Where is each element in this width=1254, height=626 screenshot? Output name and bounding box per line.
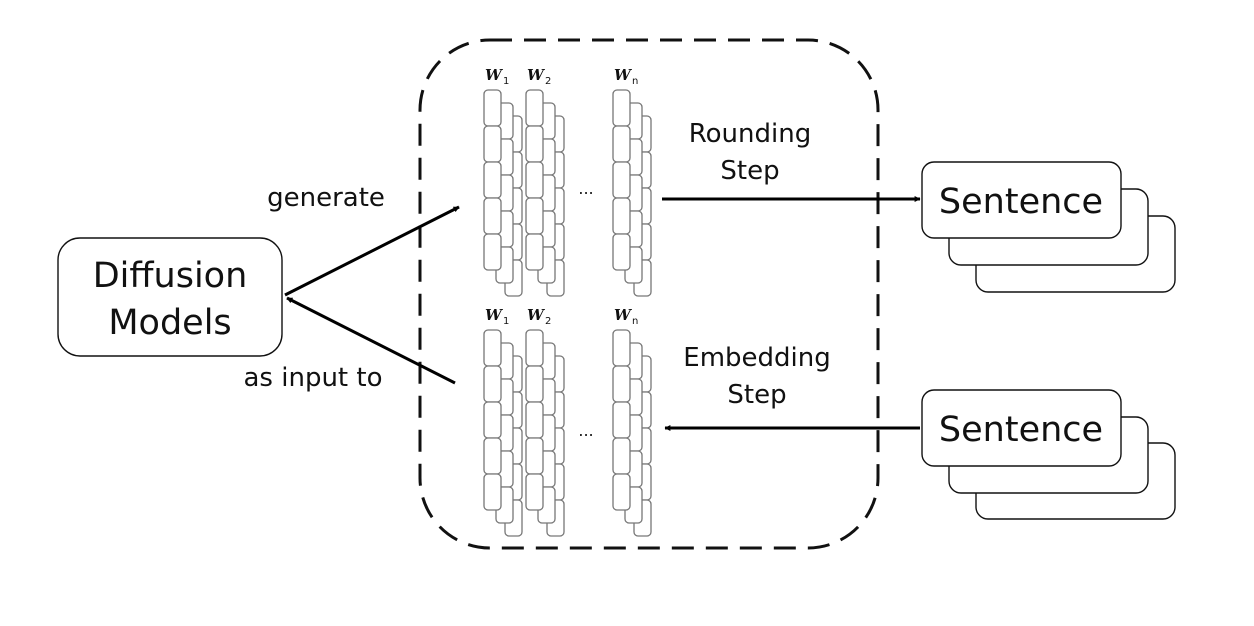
bottom-w1-symbol: W (485, 306, 504, 324)
sentence-label-input: Sentence (939, 410, 1103, 450)
top-wn-front-cell (612, 89, 631, 127)
bottom-w1-front-cell (483, 365, 502, 403)
sentence-stack-output: Sentence (921, 161, 1176, 293)
top-w2-symbol: W (527, 66, 546, 84)
diffusion-models-label-line2: Models (108, 303, 231, 343)
bottom-wn-front-cell (612, 473, 631, 511)
top-wn-front-cell (612, 233, 631, 271)
top-wn-front-cell (612, 161, 631, 199)
top-w1-front-cell (483, 125, 502, 163)
top-w2-front-cell (525, 233, 544, 271)
bottom-ellipsis: ... (578, 421, 593, 440)
as-input-to-label: as input to (244, 363, 383, 393)
embedding-step-label-line1: Embedding (683, 343, 830, 373)
bottom-w1-front-cell (483, 473, 502, 511)
top-w1-front-cell (483, 89, 502, 127)
embedding-step-label-line2: Step (727, 380, 786, 410)
rounding-step-label-line2: Step (720, 156, 779, 186)
generate-arrow (284, 205, 460, 297)
top-w1-symbol: W (485, 66, 504, 84)
diffusion-models-node: Diffusion Models (57, 237, 283, 357)
bottom-w2-front-cell (525, 437, 544, 475)
bottom-w1-front-cell (483, 329, 502, 367)
top-wn-front-cell (612, 197, 631, 235)
top-w2-front-cell (525, 197, 544, 235)
bottom-w2-subscript: 2 (545, 316, 551, 327)
top-w2-subscript: 2 (545, 76, 551, 87)
top-w1-front-cell (483, 161, 502, 199)
top-w2-front-cell (525, 125, 544, 163)
bottom-wn-front-cell (612, 401, 631, 439)
top-ellipsis: ... (578, 179, 593, 198)
bottom-w2-front-cell (525, 365, 544, 403)
sentence-stack-input: Sentence (921, 389, 1176, 520)
bottom-wn-front-cell (612, 365, 631, 403)
top-w1-front-cell (483, 197, 502, 235)
diffusion-models-label-line1: Diffusion (93, 256, 248, 296)
as-input-to-arrow (286, 296, 456, 385)
bottom-wn-symbol: W (614, 306, 633, 324)
bottom-wn-subscript: n (632, 316, 638, 327)
embedding-space-boundary (418, 38, 880, 550)
rounding-step-label-line1: Rounding (689, 119, 811, 149)
top-w2-front-cell (525, 89, 544, 127)
bottom-w2-front-cell (525, 401, 544, 439)
generate-label: generate (267, 183, 385, 213)
bottom-wn-front-cell (612, 437, 631, 475)
top-wn-front-cell (612, 125, 631, 163)
sentence-label-output: Sentence (939, 182, 1103, 222)
top-w1-subscript: 1 (503, 76, 509, 87)
bottom-w1-front-cell (483, 437, 502, 475)
top-w1-front-cell (483, 233, 502, 271)
top-w2-front-cell (525, 161, 544, 199)
bottom-w2-symbol: W (527, 306, 546, 324)
bottom-w2-front-cell (525, 329, 544, 367)
top-wn-subscript: n (632, 76, 638, 87)
bottom-w1-front-cell (483, 401, 502, 439)
bottom-w1-subscript: 1 (503, 316, 509, 327)
top-wn-symbol: W (614, 66, 633, 84)
bottom-w2-front-cell (525, 473, 544, 511)
bottom-wn-front-cell (612, 329, 631, 367)
